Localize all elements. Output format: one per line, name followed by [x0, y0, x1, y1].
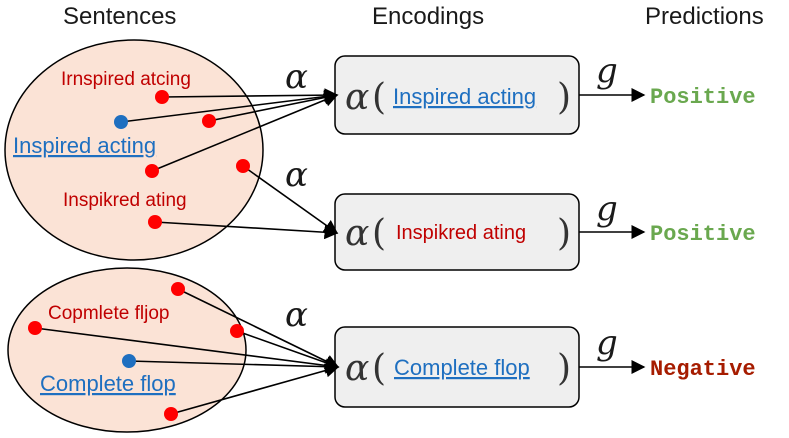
encoder-symbol: α — [285, 295, 308, 335]
encoding-alpha: α — [345, 77, 369, 118]
classifier-symbol: g — [596, 323, 618, 363]
header-sentences: Sentences — [63, 3, 176, 30]
arrows-to-encoding-3 — [34, 288, 340, 415]
original-points — [114, 115, 136, 368]
classifier-symbol: g — [596, 51, 618, 91]
point-red — [164, 407, 178, 421]
encoder-symbol: α — [285, 57, 308, 97]
prediction-label: Negative — [650, 357, 756, 382]
point-red — [236, 159, 250, 173]
encoding-alpha: α — [345, 348, 369, 389]
encoding-close-paren: ) — [557, 348, 571, 389]
encoding-close-paren: ) — [557, 77, 571, 118]
prediction-label: Positive — [650, 85, 756, 110]
point-red — [171, 282, 185, 296]
encoding-text-2: Inspikred ating — [396, 222, 526, 244]
cluster-ellipse-1 — [4, 39, 264, 261]
cluster-ellipse-2 — [7, 267, 247, 433]
point-red — [230, 324, 244, 338]
header-predictions: Predictions — [645, 3, 764, 30]
point-red — [148, 215, 162, 229]
arrows-to-encoding-2 — [154, 165, 339, 240]
point-red — [145, 164, 159, 178]
encoder-symbol: α — [285, 155, 308, 195]
point-red — [155, 90, 169, 104]
arrows-to-predictions — [579, 88, 646, 374]
arrows-to-encoding-1 — [120, 88, 339, 172]
encoding-text-3: Complete flop — [394, 355, 530, 380]
point-red — [28, 321, 42, 335]
encoding-open-paren: ( — [372, 348, 386, 389]
classifier-symbol: g — [596, 189, 618, 229]
original-sentence-label: Inspired acting — [13, 133, 156, 158]
perturbation-label: Irnspired atcing — [61, 69, 191, 90]
encoding-open-paren: ( — [372, 77, 386, 118]
header-encodings: Encodings — [372, 3, 484, 30]
perturbation-label: Inspikred ating — [63, 190, 187, 211]
prediction-label: Positive — [650, 222, 756, 247]
encoding-text-1: Inspired acting — [393, 84, 536, 109]
point-blue — [114, 115, 128, 129]
point-blue — [122, 354, 136, 368]
encoding-alpha: α — [345, 213, 369, 254]
point-red — [202, 114, 216, 128]
perturbation-label: Copmlete fljop — [48, 303, 169, 324]
encoding-close-paren: ) — [557, 213, 571, 254]
encoding-open-paren: ( — [372, 213, 386, 254]
perturbation-points — [28, 90, 250, 421]
original-sentence-label: Complete flop — [40, 371, 176, 396]
